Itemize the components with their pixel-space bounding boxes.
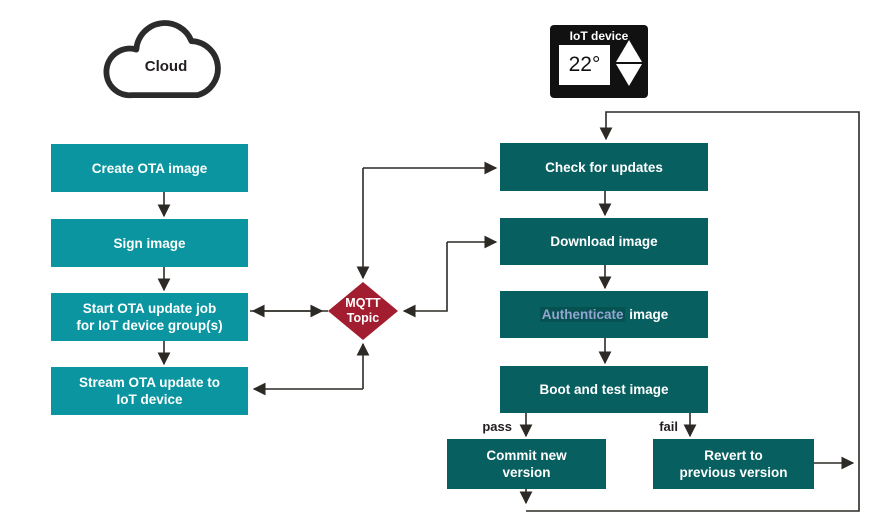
- step-label: Create OTA image: [91, 160, 208, 176]
- step-label: Commit new version: [486, 448, 567, 480]
- flow-box-authenticate-image: Authenticate image: [500, 291, 708, 338]
- flow-box-revert-to-previous-version: Revert to previous version: [653, 439, 814, 489]
- step-label: Boot and test image: [539, 382, 669, 397]
- pass-label: pass: [482, 419, 512, 434]
- arrow-download-to-mqtt: [402, 242, 448, 318]
- authenticate-link[interactable]: Authenticate: [539, 307, 626, 322]
- step-label: Start OTA update job for IoT device grou…: [76, 301, 223, 333]
- iot-device-icon: IoT device 22°: [550, 25, 648, 98]
- step-label: Authenticate image: [539, 306, 669, 323]
- iot-device-label: IoT device: [569, 29, 629, 43]
- flow-box-start-ota-update-job: Start OTA update job for IoT device grou…: [51, 293, 248, 341]
- flow-box-create-ota-image: Create OTA image: [51, 144, 248, 192]
- flow-box-download-image: Download image: [500, 218, 708, 265]
- temperature-display: 22°: [559, 45, 610, 85]
- mqtt-topic-label: MQTT Topic: [345, 296, 381, 325]
- step-label: Download image: [550, 234, 658, 249]
- step-label: Stream OTA update to IoT device: [78, 375, 220, 407]
- thermostat-up-icon: [616, 40, 642, 62]
- thermostat-down-icon: [616, 64, 642, 86]
- step-label: Check for updates: [545, 159, 663, 175]
- flow-box-sign-image: Sign image: [51, 219, 248, 267]
- cloud-icon: [103, 20, 221, 99]
- authenticate-rest: image: [629, 307, 669, 322]
- step-label: Sign image: [113, 235, 186, 251]
- flow-box-boot-and-test-image: Boot and test image: [500, 366, 708, 413]
- cloud-label: Cloud: [144, 58, 188, 75]
- loop-line-back-to-check: [526, 111, 860, 512]
- flow-box-commit-new-version: Commit new version: [447, 439, 606, 489]
- mqtt-topic-diamond: [328, 282, 398, 340]
- fail-label: fail: [659, 419, 678, 434]
- flow-box-stream-ota-update: Stream OTA update to IoT device: [51, 367, 248, 415]
- step-label: Revert to previous version: [679, 448, 788, 480]
- flow-box-check-for-updates: Check for updates: [500, 143, 708, 191]
